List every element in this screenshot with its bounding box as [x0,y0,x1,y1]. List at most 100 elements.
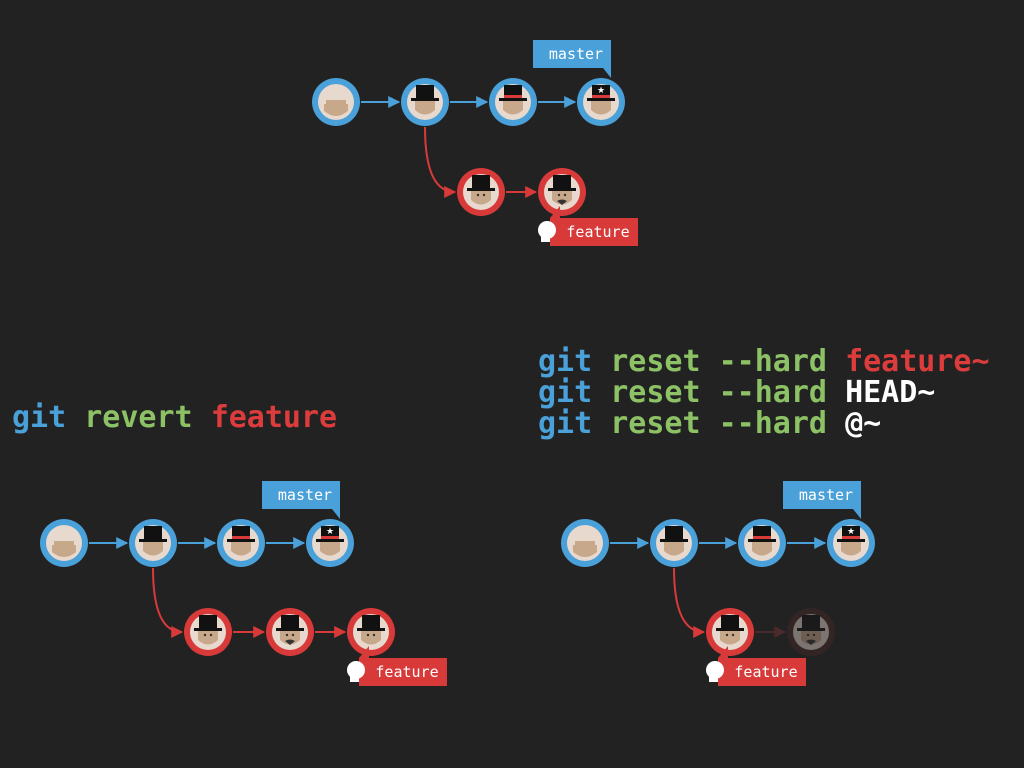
hat-band-icon [753,536,771,539]
commit-node [787,608,835,656]
branch-arrow [152,567,184,638]
commit-node [347,608,395,656]
face-icon [720,630,740,645]
hat-brim-icon [548,188,576,191]
commit-node [738,519,786,567]
face-icon [503,100,523,115]
commit-face-bg [793,614,829,650]
eye-icon [812,633,816,637]
face-icon [471,190,491,205]
eye-icon [366,633,370,637]
master-branch-label: master [799,486,853,504]
hat-brim-icon [499,98,527,101]
commit-node [401,78,449,126]
branch-arrow [424,126,457,198]
face-icon [573,545,597,557]
cmd-token-space [701,375,719,410]
top-hat-icon [281,615,299,629]
commit-node: ★ [577,78,625,126]
face-icon [415,100,435,115]
master-branch-flag [783,481,861,519]
eye-icon [557,193,561,197]
commit-node [184,608,232,656]
cmd-token-git: git [538,406,593,441]
cmd-token-space [827,406,845,441]
commit-node [312,78,360,126]
hat-brim-icon [227,539,255,542]
face-icon [198,630,218,645]
cmd-token-subcommand: reset [610,406,701,441]
goatee-icon [557,199,567,205]
hat-brim-icon [587,98,615,101]
top-hat-icon [416,85,434,99]
feature-branch-flag [550,206,638,246]
star-icon: ★ [597,86,605,96]
face-icon [361,630,381,645]
cmd-token-space [701,406,719,441]
hat-band-icon [592,95,610,98]
eye-icon [203,633,207,637]
cmd-token-subcommand: --hard [718,344,827,379]
head-icon [709,674,718,682]
feature-branch-flag [718,646,806,686]
cmd-token-space [827,344,845,379]
hat-brim-icon [837,539,865,542]
eye-icon [482,193,486,197]
hat-brim-icon [276,628,304,631]
hat-band-icon [232,536,250,539]
commit-node: ★ [827,519,875,567]
eye-icon [731,633,735,637]
top-hat-icon [472,175,490,189]
diagram-after-reset: ★ master feature [561,481,875,686]
star-icon: ★ [847,527,855,537]
head-icon [541,234,550,242]
cmd-token-git: git [12,400,67,435]
face-icon [52,545,76,557]
face-icon [591,100,611,115]
goatee-icon [285,639,295,645]
top-hat-icon [199,615,217,629]
hat-brim-icon [411,98,439,101]
cmd-token-space [827,375,845,410]
cmd-token-subcommand: reset [610,344,701,379]
master-branch-label: master [549,45,603,63]
master-branch-label: master [278,486,332,504]
cmd-token-space [592,344,610,379]
face-icon [841,541,861,556]
feature-branch-label: feature [734,663,797,681]
commit-node [40,519,88,567]
revert-command: git revert feature [12,402,337,433]
hat-brim-icon [716,628,744,631]
commit-node [457,168,505,216]
cmd-token-space [193,400,211,435]
branch-arrow [673,567,706,638]
star-icon: ★ [326,527,334,537]
hat-brim-icon [797,628,825,631]
reset-commands: git reset --hard feature~git reset --har… [538,346,990,439]
eye-icon [372,633,376,637]
commit-ring [787,608,835,656]
master-branch-flag [533,40,611,78]
cmd-token-subcommand: --hard [718,406,827,441]
eye-icon [563,193,567,197]
cmd-token-ref: feature~ [845,344,990,379]
commit-node [650,519,698,567]
eye-icon [285,633,289,637]
face-icon [801,630,821,645]
feature-branch-label: feature [566,223,629,241]
hat-brim-icon [139,539,167,542]
hat-band-icon [842,536,860,539]
commit-node [129,519,177,567]
hat-brim-icon [194,628,222,631]
hat-brim-icon [748,539,776,542]
reset-command-line: git reset --hard feature~ [538,346,990,377]
eye-icon [209,633,213,637]
top-hat-icon [144,526,162,540]
commit-node [561,519,609,567]
eye-icon [476,193,480,197]
reset-command-line: git reset --hard @~ [538,408,990,439]
commit-node [538,168,586,216]
face-icon [552,190,572,205]
cmd-token-space [66,400,84,435]
